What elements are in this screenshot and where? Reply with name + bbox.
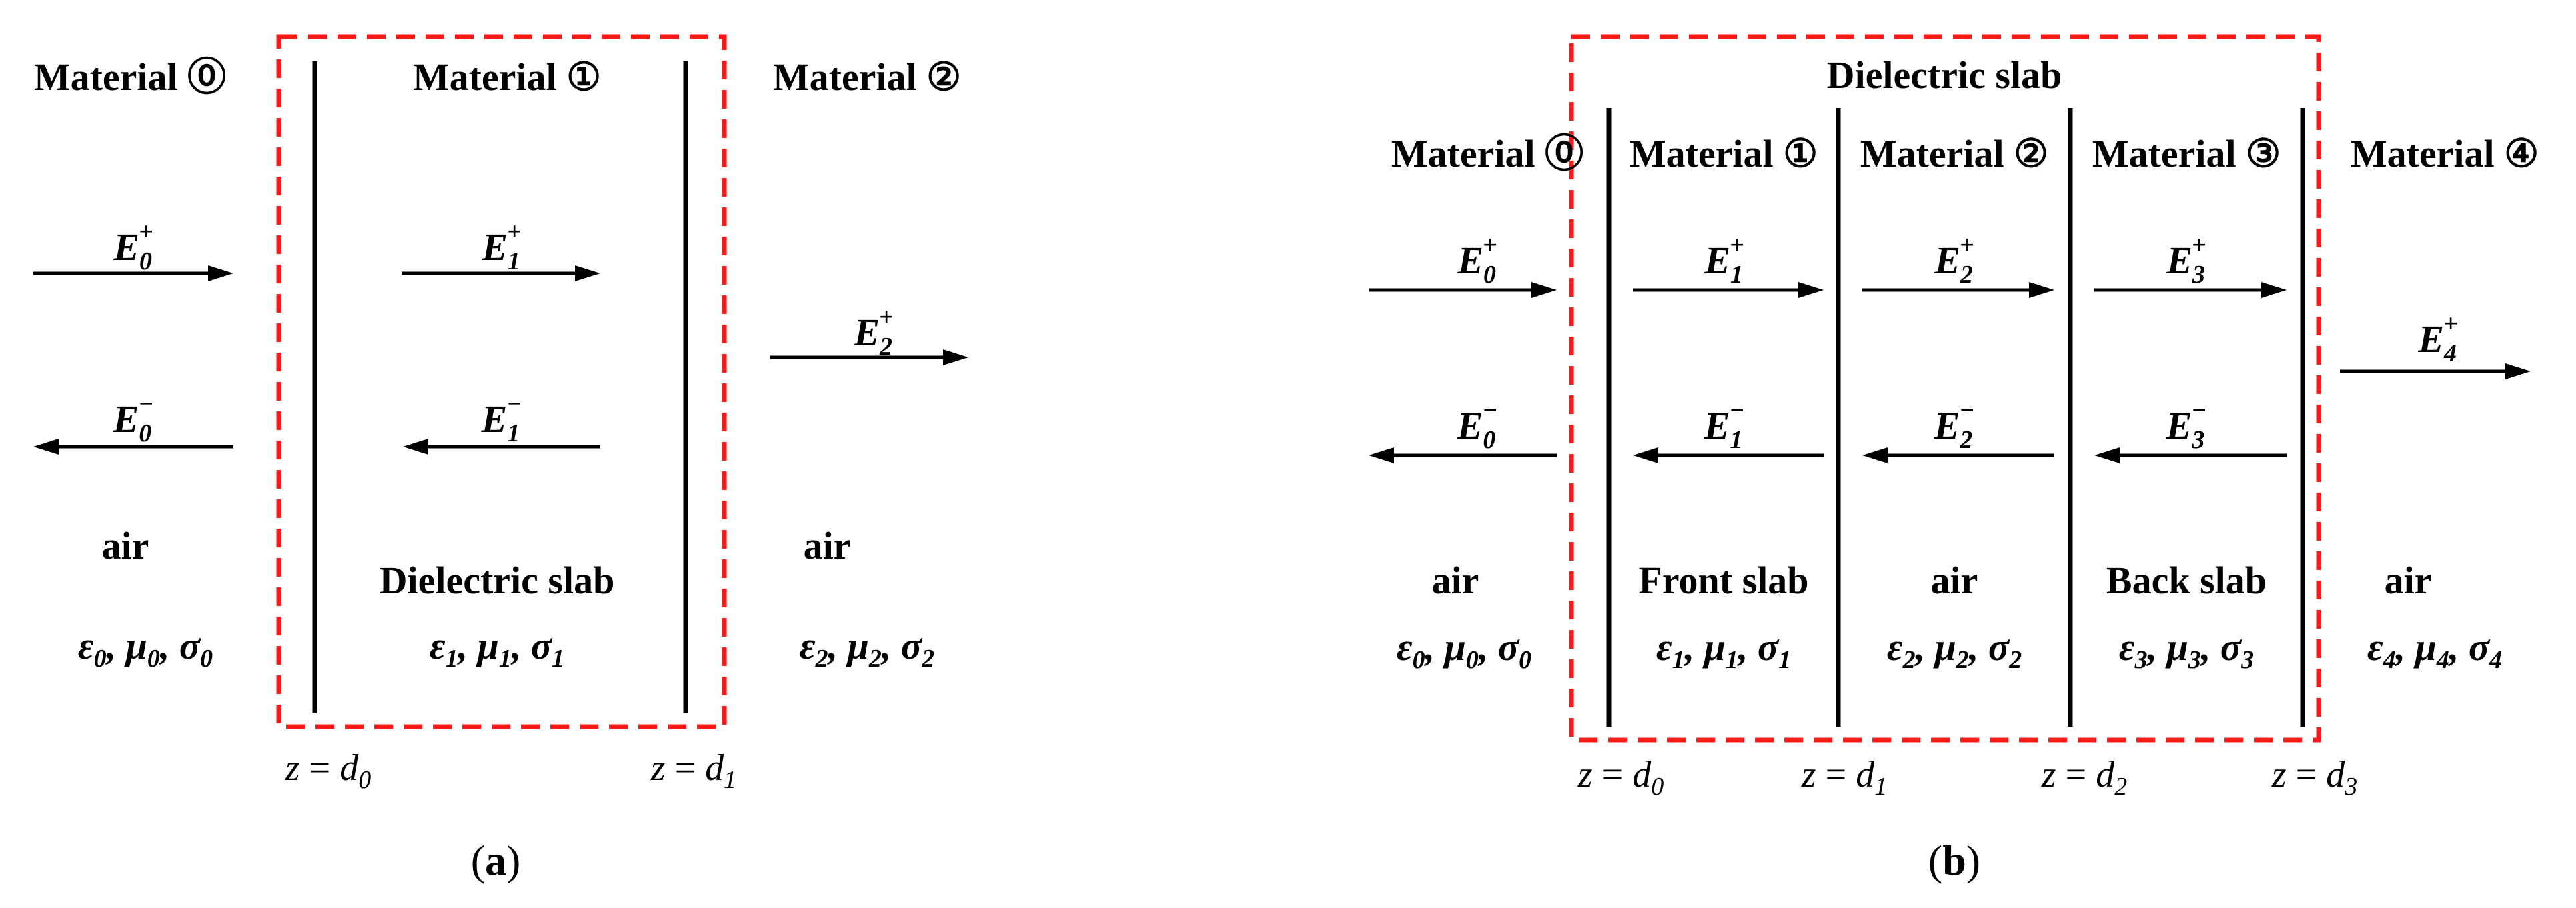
field-label-backward: E0− <box>113 390 154 447</box>
medium-label: air <box>1432 559 1479 602</box>
material-label: Material ① <box>413 55 601 99</box>
field-label-forward: E2+ <box>1934 231 1974 289</box>
medium-label: air <box>102 524 149 567</box>
arrow-left <box>33 439 233 455</box>
arrow-right <box>2094 282 2287 298</box>
material-label: Material ⓪ <box>1391 132 1583 175</box>
boundary-label: z = d1 <box>650 747 736 794</box>
arrow-right <box>1862 282 2054 298</box>
material-params: ε3, μ3, σ3 <box>2119 625 2254 674</box>
arrow-right <box>770 349 969 365</box>
field-label-forward: E2+ <box>853 303 893 361</box>
material-params: ε0, μ0, σ0 <box>1397 625 1531 674</box>
medium-label: Back slab <box>2106 559 2267 602</box>
field-label-backward: E1− <box>481 390 522 447</box>
field-label-backward: E2− <box>1934 397 1975 454</box>
field-label-forward: E3+ <box>2166 231 2206 289</box>
arrow-right <box>402 265 600 281</box>
panel-a: Material ⓪ Material ① Material ② E0+ E1+… <box>33 34 969 884</box>
slab-region-box <box>276 34 727 729</box>
slab-region-box <box>1569 34 2321 743</box>
field-label-forward: E1+ <box>481 218 521 275</box>
boundary-label: z = d2 <box>2041 754 2127 801</box>
field-label-forward: E4+ <box>2417 310 2457 367</box>
material-label: Material ④ <box>2351 132 2539 175</box>
panel-caption: (a) <box>471 837 521 884</box>
arrow-right <box>33 265 233 281</box>
material-params: ε0, μ0, σ0 <box>78 624 213 673</box>
arrow-left <box>1862 447 2054 463</box>
arrow-right <box>1369 282 1557 298</box>
arrow-right <box>2340 363 2531 379</box>
medium-label: air <box>2385 559 2432 602</box>
material-params: ε2, μ2, σ2 <box>1887 625 2022 674</box>
medium-label: air <box>1931 559 1978 602</box>
panel-caption: (b) <box>1928 837 1980 884</box>
arrow-left <box>403 439 600 455</box>
field-label-forward: E0+ <box>113 218 153 275</box>
material-label: Material ⓪ <box>34 55 226 99</box>
panel-b: Dielectric slab Material ⓪ Material ① Ma… <box>1369 34 2539 884</box>
material-params: ε1, μ1, σ1 <box>1656 625 1791 674</box>
arrow-right <box>1633 282 1824 298</box>
field-label-backward: E0− <box>1457 397 1498 454</box>
material-params: ε4, μ4, σ4 <box>2367 625 2502 674</box>
field-label-backward: E1− <box>1704 397 1745 454</box>
material-label: Material ② <box>773 55 961 99</box>
field-label-forward: E1+ <box>1704 231 1744 289</box>
material-params: ε1, μ1, σ1 <box>430 624 564 673</box>
material-label: Material ③ <box>2092 132 2281 175</box>
field-label-forward: E0+ <box>1457 231 1497 289</box>
arrow-left <box>1369 447 1557 463</box>
boundary-label: z = d0 <box>1577 754 1664 801</box>
material-params: ε2, μ2, σ2 <box>800 624 934 673</box>
material-label: Material ① <box>1630 132 1818 175</box>
boundary-label: z = d0 <box>285 747 371 794</box>
material-label: Material ② <box>1860 132 2048 175</box>
field-label-backward: E3− <box>2166 397 2207 454</box>
medium-label: Front slab <box>1638 559 1808 602</box>
arrow-left <box>2094 447 2287 463</box>
boundary-label: z = d1 <box>1801 754 1887 801</box>
arrow-left <box>1633 447 1824 463</box>
medium-label: air <box>804 524 851 567</box>
group-label: Dielectric slab <box>1827 53 2062 97</box>
medium-label: Dielectric slab <box>380 559 615 602</box>
boundary-label: z = d3 <box>2271 754 2357 801</box>
